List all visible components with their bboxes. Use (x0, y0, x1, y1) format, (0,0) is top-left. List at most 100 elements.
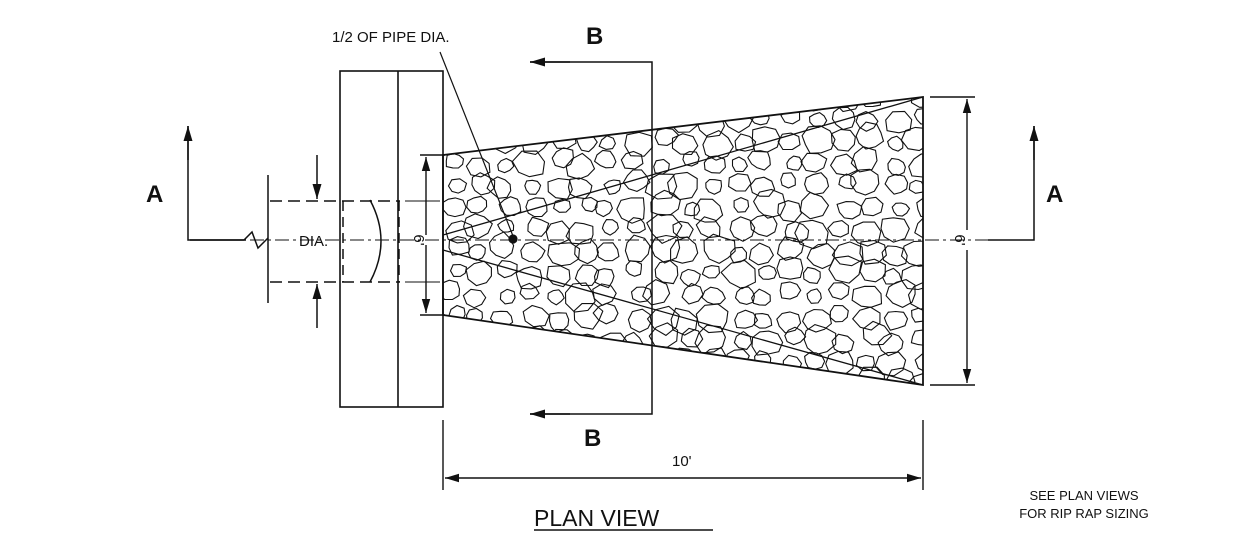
rip-rap-stone (644, 173, 678, 200)
rip-rap-stone (493, 97, 518, 108)
rip-rap-stone (701, 286, 726, 305)
rip-rap-stone (465, 260, 492, 287)
rip-rap-stone (511, 150, 546, 178)
rip-rap-stone (491, 111, 516, 133)
rip-rap-stone (776, 311, 802, 334)
rip-rap-stone (728, 173, 752, 192)
rip-rap-stone (671, 374, 703, 385)
rip-rap-stone (703, 155, 726, 174)
rip-rap-stone (827, 220, 849, 238)
rip-rap-stone (784, 221, 810, 243)
rip-rap-stone (601, 97, 620, 103)
rip-rap-stone (581, 196, 598, 213)
section-a-right-label: A (1046, 181, 1063, 208)
rip-rap-stone (850, 221, 882, 247)
rip-rap-stone (466, 377, 489, 385)
rip-rap-stone (829, 304, 849, 323)
rip-rap-stone (565, 152, 596, 180)
section-a-left-label: A (146, 181, 163, 208)
rip-rap-stone (860, 196, 884, 217)
rip-rap-stone (885, 279, 916, 309)
rip-rap-stone (630, 286, 652, 303)
rip-rap-stone (675, 97, 699, 105)
section-b-markers (530, 57, 653, 419)
rip-rap-stone (496, 260, 518, 279)
rip-rap-stone (681, 282, 704, 305)
rip-rap-stone (751, 126, 781, 153)
rip-rap-stone (887, 157, 906, 176)
rip-rap-stone (885, 110, 913, 134)
rip-rap-stone (486, 176, 512, 199)
rip-rap-stone (492, 371, 512, 385)
rip-rap-stone (859, 258, 886, 283)
rip-rap-stone (748, 242, 775, 266)
rip-rap-stone (916, 195, 923, 219)
rip-rap-stone (786, 155, 803, 171)
rip-rap-stone (851, 285, 883, 308)
rip-rap-stone (443, 97, 463, 106)
rip-rap-stone (693, 198, 724, 223)
rip-rap-stone (615, 346, 645, 373)
rip-rap-stone (527, 216, 550, 237)
rip-rap-stone (880, 217, 910, 243)
rip-rap-stone (551, 350, 569, 367)
rip-rap-stone (754, 313, 773, 329)
rip-rap-stone (567, 177, 593, 200)
rip-rap-stone (859, 239, 887, 265)
dia-label: DIA. (299, 233, 328, 250)
rip-rap-stone (753, 97, 779, 112)
rip-rap-stone (784, 326, 807, 346)
section-b-bottom-label: B (584, 425, 601, 452)
rip-rap-stone (695, 303, 729, 334)
rip-rap-stone (517, 371, 539, 385)
rip-rap-stone (646, 305, 680, 337)
rip-rap-stone (855, 110, 879, 132)
rip-rap-stone (727, 368, 758, 385)
rip-rap-stone (488, 231, 515, 260)
rip-rap-stone (794, 219, 829, 250)
rip-rap-stone (669, 110, 698, 133)
rip-rap-stone (498, 196, 522, 216)
rip-rap-stone (855, 354, 875, 372)
rip-rap-stone (800, 152, 828, 173)
rip-rap-stone (749, 214, 778, 237)
rip-rap-stone (703, 233, 736, 265)
rip-rap-stone (443, 197, 467, 218)
rip-rap-stone (751, 330, 784, 356)
rip-rap-stone (642, 278, 671, 306)
rip-rap-stone (799, 191, 830, 220)
rip-rap-stone (521, 124, 550, 155)
note-line-1: SEE PLAN VIEWS (1029, 488, 1138, 503)
pipe-center-callout (439, 51, 518, 244)
rip-rap-stone (592, 283, 617, 307)
rip-rap-stone (652, 105, 678, 128)
rip-rap-stone (447, 178, 468, 194)
rip-rap-stone (626, 217, 646, 234)
section-b-top-label: B (586, 23, 603, 50)
rip-rap-stone (801, 308, 833, 333)
rip-rap-stone (862, 320, 893, 346)
rip-rap-stone (752, 188, 786, 219)
rip-rap-stone (733, 196, 750, 213)
rip-rap-stone (548, 97, 568, 103)
rip-rap-stone (907, 281, 923, 310)
rip-rap-stone (522, 304, 550, 328)
rip-rap-stone (859, 97, 882, 108)
rip-rap-stone (777, 132, 801, 151)
rip-rap-stone (891, 202, 911, 217)
dimension-length-label: 10' (672, 453, 692, 470)
rip-rap-stone (653, 158, 670, 175)
dimension-length (442, 420, 924, 490)
note-line-2: FOR RIP RAP SIZING (1019, 506, 1149, 521)
rip-rap-stone (782, 354, 803, 372)
rip-rap-stone (877, 332, 904, 357)
rip-rap-stone (838, 173, 857, 190)
rip-rap-stone (443, 279, 461, 301)
rip-rap-stone (598, 135, 617, 150)
rip-rap-stone (574, 238, 599, 265)
rip-rap-stone (509, 347, 543, 380)
rip-rap-stone (548, 373, 577, 385)
rip-rap-stone (519, 282, 540, 300)
rip-rap-stone (573, 302, 604, 330)
rip-rap-stone (780, 107, 801, 125)
